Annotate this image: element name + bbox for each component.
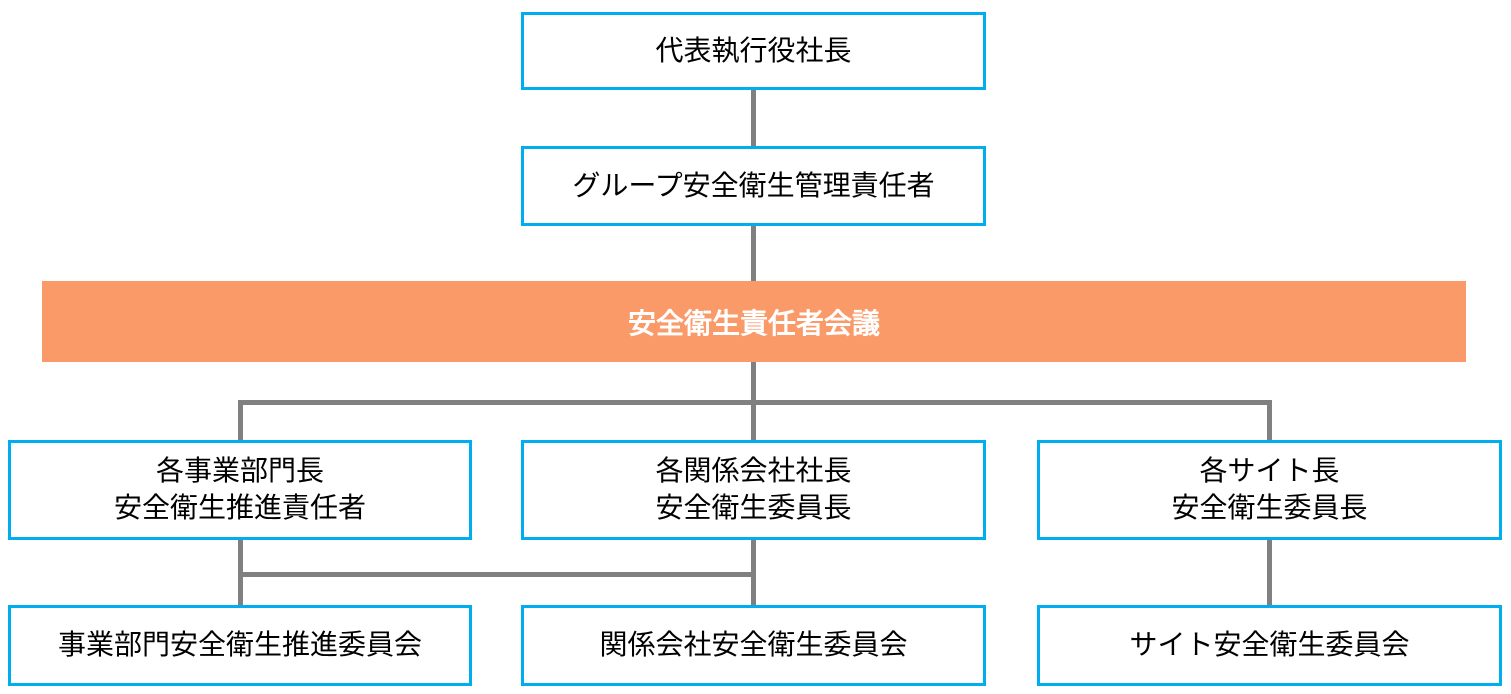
connector-group-to-council [751,226,756,281]
node-affiliate-committee: 関係会社安全衛生委員会 [521,605,986,686]
node-site-head-line1: 各サイト長 [1199,455,1340,487]
node-site-committee-label: サイト安全衛生委員会 [1129,629,1410,661]
node-division-head-line2: 安全衛生推進責任者 [113,492,366,523]
node-group-safety-manager: グループ安全衛生管理責任者 [521,146,986,226]
connector-branch-left-drop [238,400,243,440]
node-affiliate-president-line1: 各関係会社社長 [655,455,852,487]
node-affiliate-committee-label: 関係会社安全衛生委員会 [599,629,908,661]
lower-horizontal-line [238,572,756,577]
connector-branch-right-drop [1267,400,1272,440]
node-division-head: 各事業部門長 安全衛生推進責任者 [8,440,472,540]
node-division-head-line1: 各事業部門長 [155,455,324,487]
connector-site-to-committee [1267,540,1272,605]
node-president-label: 代表執行役社長 [655,34,852,66]
banner-safety-council: 安全衛生責任者会議 [42,281,1466,362]
node-site-committee: サイト安全衛生委員会 [1037,605,1502,686]
node-site-head: 各サイト長 安全衛生委員長 [1037,440,1502,540]
node-affiliate-president: 各関係会社社長 安全衛生委員長 [521,440,986,540]
connector-president-to-group [751,90,756,146]
node-division-committee: 事業部門安全衛生推進委員会 [8,605,472,686]
node-affiliate-president-line2: 安全衛生委員長 [655,492,852,523]
branch-horizontal-line [238,400,1272,405]
banner-safety-council-label: 安全衛生責任者会議 [627,307,880,339]
node-group-safety-manager-label: グループ安全衛生管理責任者 [572,169,935,201]
node-site-head-line2: 安全衛生委員長 [1171,492,1368,523]
node-president: 代表執行役社長 [521,12,986,90]
node-division-committee-label: 事業部門安全衛生推進委員会 [57,629,422,661]
